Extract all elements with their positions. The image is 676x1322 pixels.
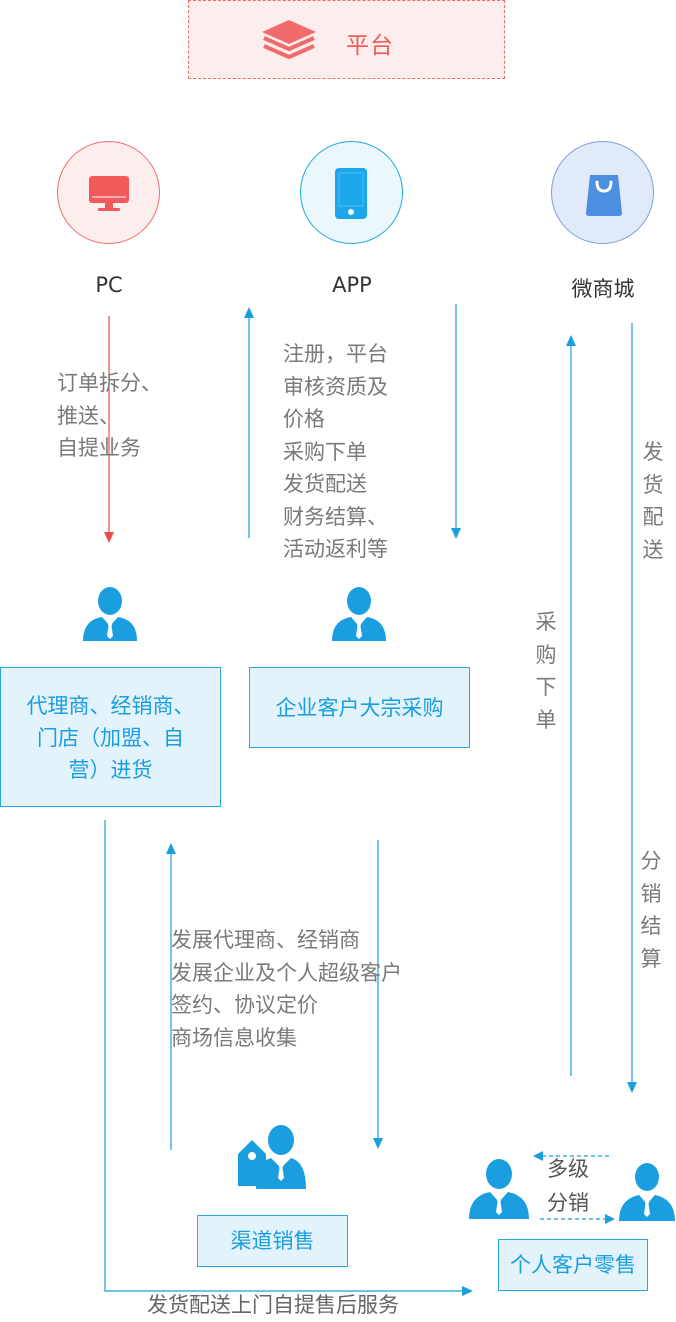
- channel-dev-text: 发展代理商、经销商 发展企业及个人超级客户 签约、协议定价 商场信息收集: [171, 928, 402, 1050]
- purchase-order-text: 采购下单: [535, 610, 557, 732]
- distribution-text: 分销: [547, 1191, 589, 1215]
- app-flow-text: 注册，平台 审核资质及 价格 采购下单 发货配送 财务结算、 活动返利等: [283, 342, 388, 561]
- enterprise-box: 企业客户大宗采购: [249, 667, 470, 748]
- distribution-settlement-text: 分销结算: [640, 849, 662, 971]
- agent-person-icon: [83, 587, 137, 641]
- mall-down-arrow: [627, 1082, 637, 1093]
- platform-box: [188, 0, 505, 79]
- phone-icon: [335, 168, 367, 219]
- pc-label: PC: [95, 273, 123, 297]
- delivery-text: 发货配送: [642, 440, 664, 562]
- channel-sales-person-icon: [238, 1125, 306, 1189]
- multilevel-text: 多级: [547, 1157, 589, 1181]
- enterprise-person-icon: [332, 587, 386, 641]
- personal-retail-box: 个人客户零售: [498, 1239, 648, 1291]
- platform-title: 平台: [346, 33, 394, 59]
- distribution-arrow: [605, 1214, 615, 1224]
- retail-person-left-icon: [469, 1159, 529, 1219]
- channel-sales-box: 渠道销售: [197, 1215, 348, 1267]
- mall-label: 微商城: [571, 277, 635, 301]
- after-sales-arrow: [462, 1286, 473, 1296]
- layers-icon: [262, 20, 316, 59]
- monitor-icon: [89, 176, 129, 211]
- agents-box: 代理商、经销商、 门店（加盟、自 营）进货: [0, 667, 221, 807]
- pc-flow-text: 订单拆分、 推送、 自提业务: [57, 371, 162, 460]
- mall-up-arrow: [566, 335, 576, 346]
- app-label: APP: [332, 273, 372, 297]
- pc-down-arrow: [104, 532, 114, 543]
- channel-down-arrow: [373, 1138, 383, 1149]
- after-sales-line: [104, 820, 466, 1292]
- shopping-bag-icon: [586, 175, 622, 216]
- retail-person-right-icon: [619, 1163, 675, 1221]
- channel-up-arrow: [166, 843, 176, 854]
- app-down-arrow: [451, 528, 461, 539]
- after-sales-text: 发货配送上门自提售后服务: [147, 1293, 399, 1317]
- app-up-arrow: [244, 307, 254, 318]
- multilevel-arrow: [533, 1151, 543, 1161]
